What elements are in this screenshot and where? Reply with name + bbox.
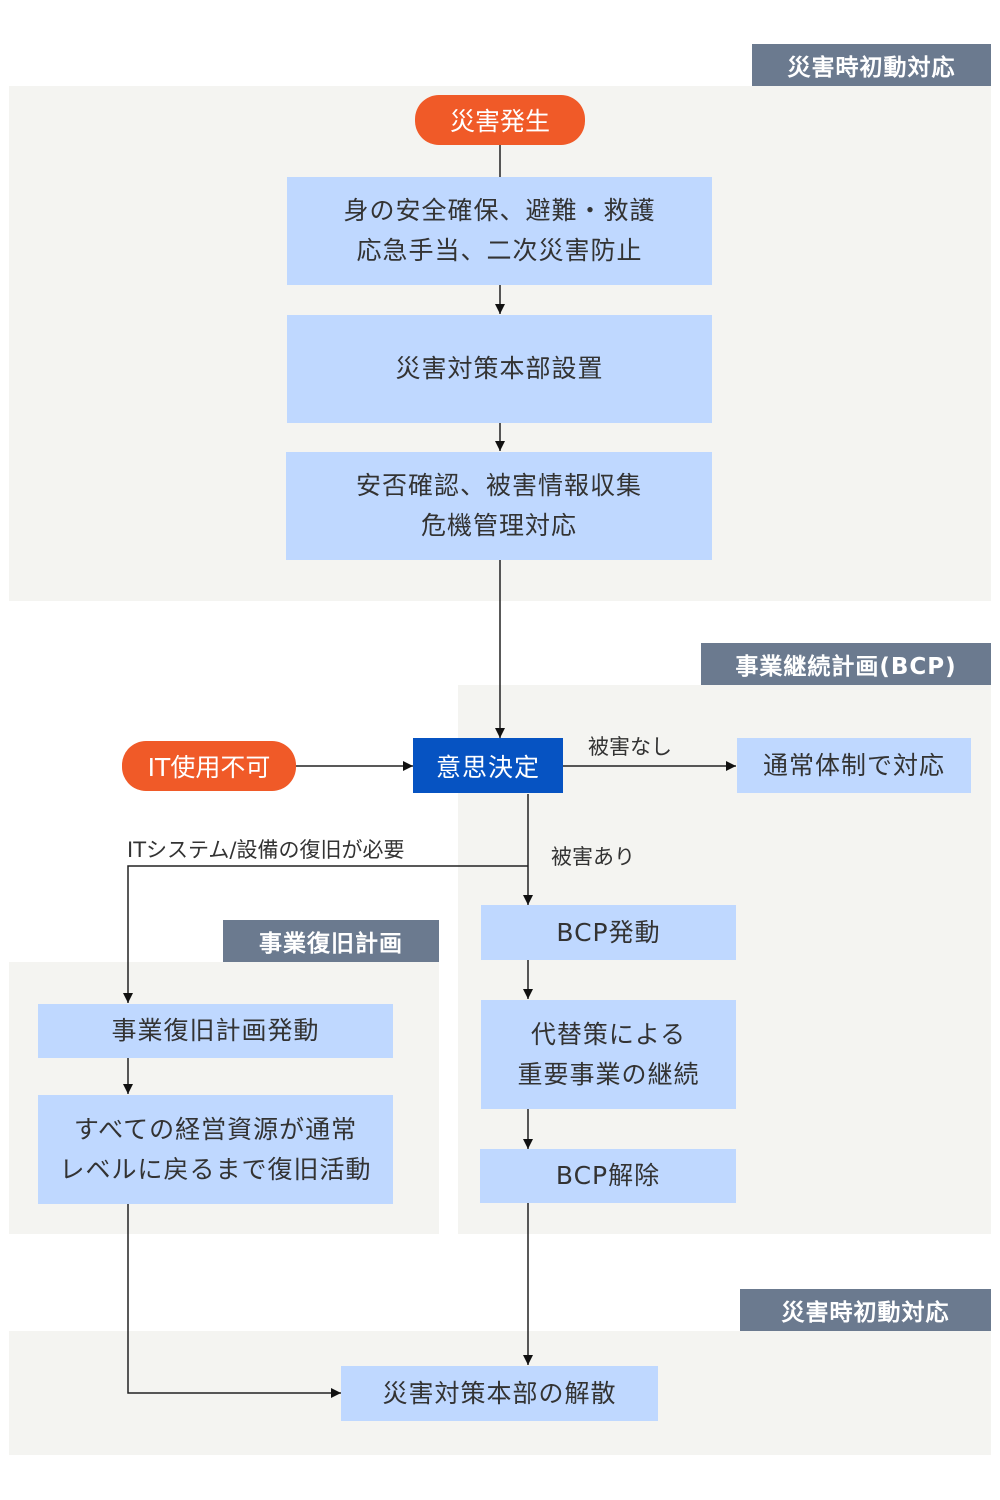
node-confirm-line-1: 安否確認、被害情報収集 — [355, 471, 642, 500]
node-bcp-release: BCP解除 — [480, 1149, 736, 1203]
node-hq-dissolve: 災害対策本部の解散 — [341, 1366, 658, 1421]
node-safety-line-1: 身の安全確保、避難・救護 — [343, 196, 656, 225]
node-confirm: 安否確認、被害情報収集 危機管理対応 — [286, 452, 712, 560]
node-hq-setup: 災害対策本部設置 — [287, 315, 712, 423]
node-it-unavailable: IT使用不可 — [122, 741, 296, 791]
node-safety: 身の安全確保、避難・救護 応急手当、二次災害防止 — [287, 177, 712, 285]
edge-label-no-damage: 被害なし — [588, 735, 672, 759]
section-tag-bcp: 事業継続計画(BCP) — [701, 643, 991, 685]
node-recovery-activity-line-1: すべての経営資源が通常 — [73, 1114, 358, 1144]
node-continue-line-2: 重要事業の継続 — [517, 1059, 700, 1089]
section-tag-recovery: 事業復旧計画 — [223, 920, 439, 962]
node-recovery-activity: すべての経営資源が通常 レベルに戻るまで復旧活動 — [38, 1095, 393, 1204]
node-recovery-activity-line-2: レベルに戻るまで復旧活動 — [59, 1154, 372, 1184]
node-decision: 意思決定 — [413, 738, 563, 793]
edge-label-it-recovery: ITシステム/設備の復旧が必要 — [127, 838, 405, 862]
node-safety-line-2: 応急手当、二次災害防止 — [356, 236, 643, 265]
section-tag-initial-response-top: 災害時初動対応 — [752, 44, 991, 86]
node-continue: 代替策による 重要事業の継続 — [481, 1000, 736, 1109]
node-continue-line-1: 代替策による — [530, 1019, 687, 1049]
node-recovery-activate: 事業復旧計画発動 — [38, 1004, 393, 1058]
node-disaster-occurrence: 災害発生 — [415, 95, 585, 145]
node-normal-operation: 通常体制で対応 — [737, 738, 971, 793]
node-bcp-activate: BCP発動 — [481, 905, 736, 960]
edge-label-damage: 被害あり — [551, 845, 635, 869]
node-confirm-line-2: 危機管理対応 — [420, 511, 577, 540]
section-tag-initial-response-bottom: 災害時初動対応 — [740, 1289, 991, 1331]
